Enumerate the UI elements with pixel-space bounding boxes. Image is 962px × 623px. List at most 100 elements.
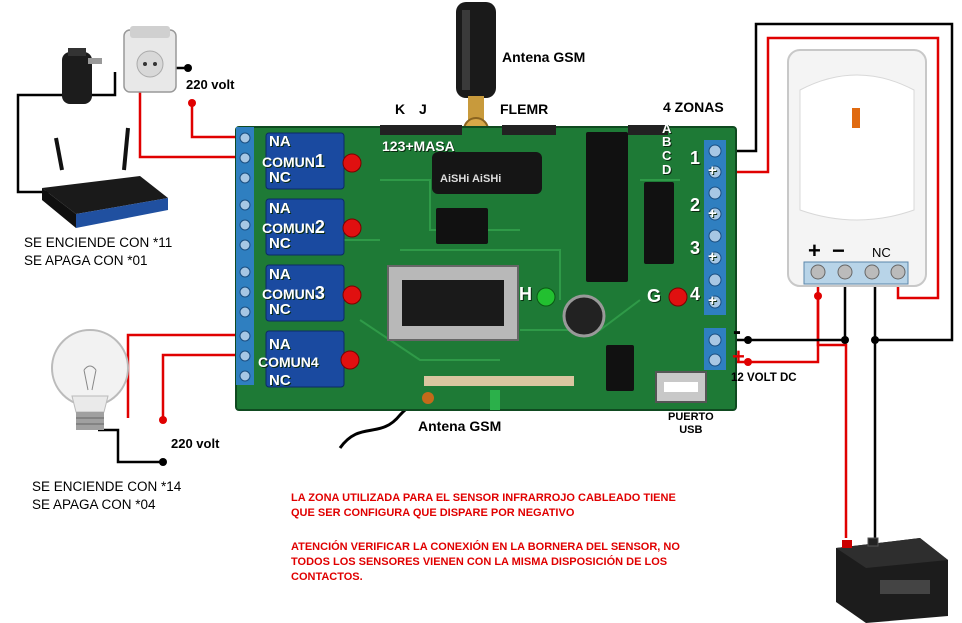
dot-220v-bottom-black: [159, 458, 167, 466]
zone-number-1: 1: [690, 148, 701, 168]
router-caption: SE ENCIENDE CON *11 SE APAGA CON *01: [24, 234, 172, 270]
jumper-header: [380, 125, 668, 135]
note-sensor-config: LA ZONA UTILIZADA PARA EL SENSOR INFRARR…: [291, 491, 676, 521]
dot-220v-bottom: [159, 416, 167, 424]
zone-number-2: 2: [690, 195, 701, 215]
wire-zone1-sensor-nc: [732, 36, 940, 300]
relay-3-comun: COMUN3: [262, 283, 325, 303]
sensor-nc-label: NC: [872, 245, 891, 260]
led-g-label: G: [647, 286, 662, 306]
relay-4-nc: NC: [269, 372, 291, 389]
relay-3-nc: NC: [269, 301, 291, 318]
relay-1-comun: COMUN1: [262, 151, 325, 171]
usb-label: PUERTO USB: [668, 411, 714, 437]
wall-outlet: [123, 26, 177, 93]
dot-ground: [744, 336, 752, 344]
note-line-2: QUE SER CONFIGURA QUE DISPARE POR NEGATI…: [291, 507, 575, 519]
battery: [836, 537, 948, 623]
relay-2-comun: COMUN2: [262, 217, 325, 237]
red-wires: [126, 36, 940, 538]
flemr-label: FLEMR: [500, 101, 549, 117]
zone-4-plus: +: [708, 292, 717, 309]
relay-leds: [340, 153, 362, 370]
relay-1-number: 1: [314, 151, 325, 171]
wire-220v-bottom-relay4: [161, 353, 246, 420]
relay-1-na: NA: [269, 133, 291, 150]
router-caption-line-1: SE ENCIENDE CON *11: [24, 235, 173, 250]
power-adapter: [62, 48, 102, 104]
led-green-h: [536, 287, 556, 307]
pins-label: 123+MASA: [382, 138, 455, 154]
router: [42, 127, 168, 228]
j-label: J: [419, 101, 427, 117]
zone-1-plus: +: [708, 162, 717, 179]
note-line-3: ATENCIÓN VERIFICAR LA CONEXIÓN EN LA BOR…: [291, 541, 680, 553]
zone-letter-b: B: [662, 134, 672, 149]
volt-220-top: 220 volt: [186, 77, 235, 92]
sensor-minus-label: −: [832, 238, 845, 263]
note-line-5: CONTACTOS.: [291, 571, 363, 583]
sensor-plus-label: +: [808, 238, 821, 263]
relay-1-nc: NC: [269, 169, 291, 186]
gsm-antenna-bottom: [422, 376, 574, 410]
power-plus-sign: +: [732, 344, 745, 369]
usb-port: [655, 371, 707, 403]
dot-220v-top: [188, 99, 196, 107]
volt-220-bottom: 220 volt: [171, 436, 220, 451]
dot-220v-top-black: [184, 64, 192, 72]
volt-12-dc: 12 VOLT DC: [731, 372, 797, 384]
antenna-bottom-label: Antena GSM: [418, 418, 502, 434]
relay-4-comun: COMUN4: [258, 354, 319, 370]
relay-2-number: 2: [314, 217, 325, 237]
zone-number-3: 3: [690, 238, 701, 258]
usb-label-line-1: PUERTO: [668, 411, 714, 423]
pir-sensor: [787, 49, 927, 287]
gsm-antenna-top: [456, 2, 496, 143]
dot-battery-junction: [871, 336, 879, 344]
zone-2-plus: +: [708, 205, 717, 222]
antenna-top-label: Antena GSM: [502, 49, 586, 65]
led-red-g: [668, 287, 688, 307]
zones-title: 4 ZONAS: [663, 99, 724, 115]
usb-label-line-2: USB: [679, 424, 703, 436]
wire-bulb-relay4: [126, 333, 246, 418]
bulb-caption-line-1: SE ENCIENDE CON *14: [32, 479, 182, 494]
zone-terminals-right: [704, 140, 726, 370]
dot-ground-sensor: [841, 336, 849, 344]
dot-12v: [744, 358, 752, 366]
led-h-label: H: [519, 284, 532, 304]
relay-4-number: 4: [310, 354, 319, 370]
relay-4-na: NA: [269, 336, 291, 353]
bulb-caption: SE ENCIENDE CON *14 SE APAGA CON *04: [32, 478, 181, 514]
wire-220v-top-relay1: [190, 103, 246, 139]
aishi-capacitor: AiSHi AiSHi: [432, 152, 542, 194]
zone-letter-c: C: [662, 148, 672, 163]
k-label: K: [395, 101, 406, 117]
router-caption-line-2: SE APAGA CON *01: [24, 253, 148, 268]
light-bulb: [51, 329, 129, 430]
relay-3-number: 3: [314, 283, 325, 303]
relays: [265, 132, 345, 388]
zone-letter-a: A: [662, 121, 672, 136]
wire-adapter-router: [16, 72, 117, 194]
sim-holder: [387, 265, 519, 341]
relay-2-na: NA: [269, 200, 291, 217]
wire-battery-plus: [816, 296, 848, 538]
ic-chips: [436, 132, 674, 391]
wire-bulb-220v: [98, 428, 163, 464]
ground-minus-sign: -: [733, 318, 741, 345]
relay-terminals-left: [236, 127, 254, 385]
electrolytic-capacitor: [562, 294, 606, 338]
wire-outlet-relay1: [138, 72, 246, 159]
relay-3-na: NA: [269, 266, 291, 283]
zone-3-plus: +: [708, 248, 717, 265]
zone-letter-d: D: [662, 162, 672, 177]
svg-text:AiSHi AiSHi: AiSHi AiSHi: [440, 173, 501, 185]
note-attention: ATENCIÓN VERIFICAR LA CONEXIÓN EN LA BOR…: [291, 540, 680, 585]
dot-sensor-plus: [814, 292, 822, 300]
note-line-1: LA ZONA UTILIZADA PARA EL SENSOR INFRARR…: [291, 492, 676, 504]
bulb-caption-line-2: SE APAGA CON *04: [32, 497, 156, 512]
relay-2-nc: NC: [269, 235, 291, 252]
